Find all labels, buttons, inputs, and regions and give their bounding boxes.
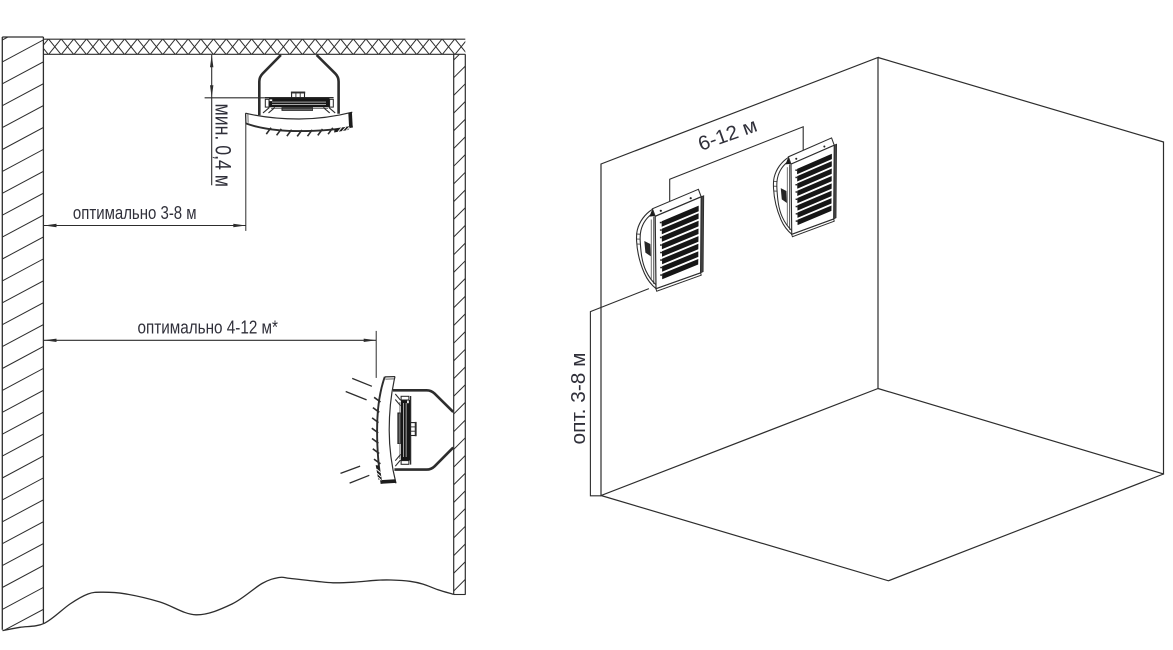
svg-text:опт. 3-8 м: опт. 3-8 м	[568, 353, 590, 445]
svg-text:мин. 0,4 м: мин. 0,4 м	[210, 104, 235, 188]
svg-text:оптимально 3-8 м: оптимально 3-8 м	[73, 203, 197, 223]
svg-text:оптимально 4-12 м*: оптимально 4-12 м*	[138, 316, 279, 337]
